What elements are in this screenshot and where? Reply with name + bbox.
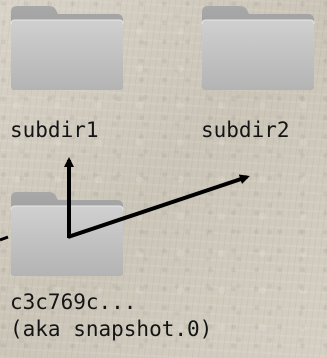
folder-snapshot-label-hash: c3c769c... [10,290,137,314]
arrow-to-subdir2 [67,174,250,239]
folder-subdir1-label: subdir1 [10,118,99,142]
incoming-arrow [0,235,9,242]
folder-snapshot-label-alias: (aka snapshot.0) [10,317,213,341]
folder-subdir2-label: subdir2 [201,118,290,142]
